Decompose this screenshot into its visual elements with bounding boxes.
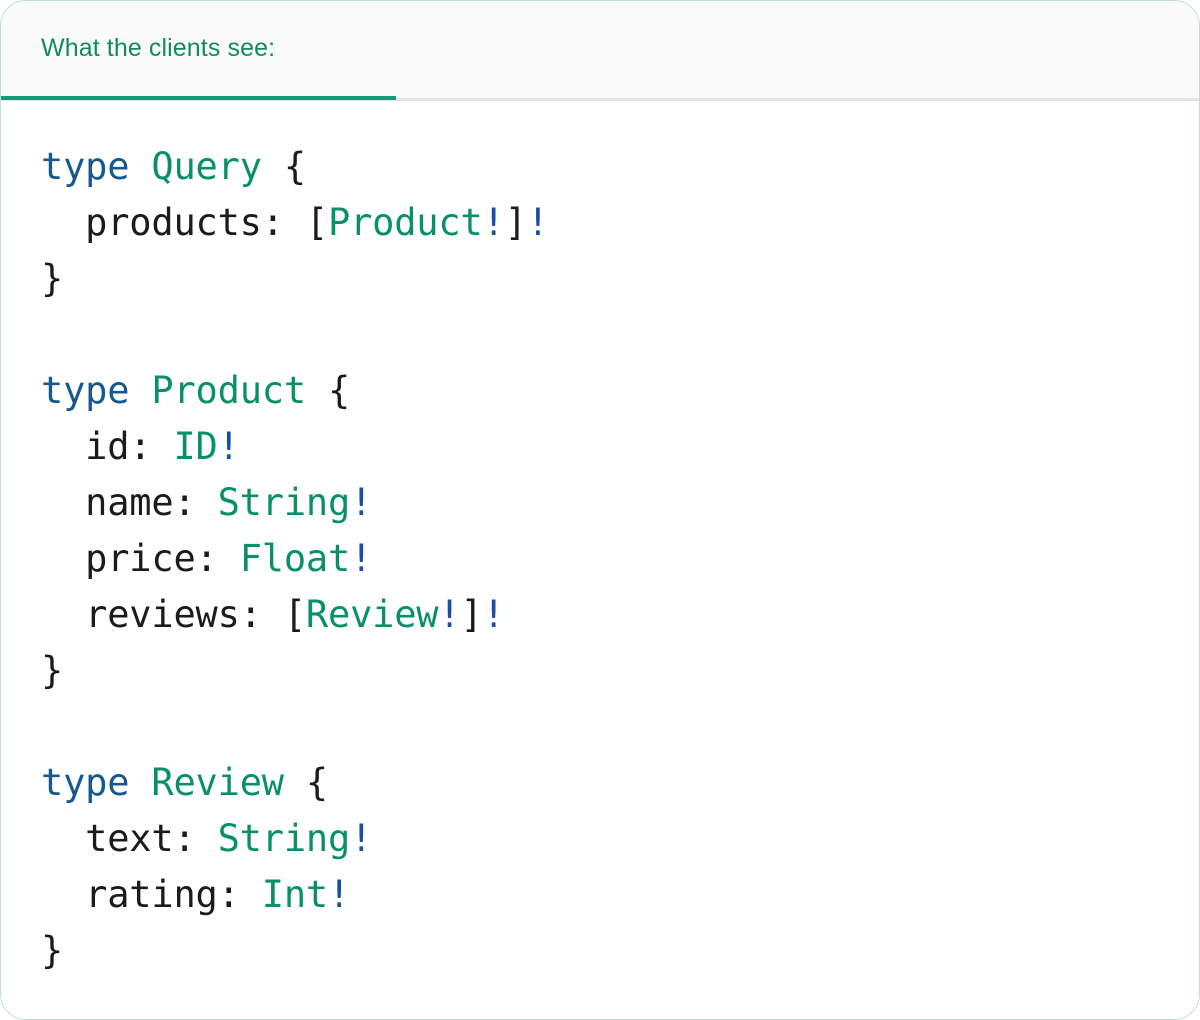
code-token-punc: [ bbox=[305, 201, 328, 244]
code-line: text: String! bbox=[41, 811, 1199, 867]
code-token-plain bbox=[129, 761, 151, 804]
code-token-bang: ! bbox=[328, 873, 351, 916]
code-line: } bbox=[41, 923, 1199, 979]
code-line: } bbox=[41, 251, 1199, 307]
code-token-punc: } bbox=[41, 649, 64, 692]
code-token-type: Review bbox=[305, 593, 439, 636]
code-token-bang: ! bbox=[350, 481, 373, 524]
code-token-punc: { bbox=[305, 369, 351, 412]
code-token-type: Product bbox=[328, 201, 483, 244]
code-line bbox=[41, 307, 1199, 363]
code-token-name: id: bbox=[41, 425, 174, 468]
code-token-name: products: bbox=[41, 201, 306, 244]
code-line: } bbox=[41, 643, 1199, 699]
code-token-punc: } bbox=[41, 929, 64, 972]
code-token-punc: ] bbox=[460, 593, 483, 636]
tab-bar-divider bbox=[1, 98, 1199, 101]
code-line: type Query { bbox=[41, 139, 1199, 195]
code-token-punc: ] bbox=[504, 201, 527, 244]
tab-what-the-clients-see[interactable]: What the clients see: bbox=[1, 1, 396, 100]
code-token-name: rating: bbox=[41, 873, 262, 916]
tab-active-indicator bbox=[1, 96, 396, 100]
code-token-punc: [ bbox=[283, 593, 306, 636]
code-token-type: Float bbox=[239, 537, 351, 580]
code-panel[interactable]: type Query { products: [Product!]!} type… bbox=[1, 101, 1199, 1019]
code-line: reviews: [Review!]! bbox=[41, 587, 1199, 643]
code-token-type: Product bbox=[151, 369, 306, 412]
code-line: price: Float! bbox=[41, 531, 1199, 587]
code-token-kw: type bbox=[41, 369, 130, 412]
code-line bbox=[41, 699, 1199, 755]
code-token-punc: { bbox=[283, 761, 329, 804]
code-line: rating: Int! bbox=[41, 867, 1199, 923]
code-token-plain bbox=[129, 145, 151, 188]
code-token-bang: ! bbox=[482, 201, 505, 244]
code-token-plain bbox=[129, 369, 151, 412]
code-token-bang: ! bbox=[526, 201, 549, 244]
code-token-bang: ! bbox=[482, 593, 505, 636]
code-token-bang: ! bbox=[438, 593, 461, 636]
code-token-bang: ! bbox=[350, 817, 373, 860]
code-line: type Review { bbox=[41, 755, 1199, 811]
code-line: type Product { bbox=[41, 363, 1199, 419]
code-token-bang: ! bbox=[350, 537, 373, 580]
code-line: id: ID! bbox=[41, 419, 1199, 475]
code-token-type: Review bbox=[151, 761, 284, 804]
code-token-type: String bbox=[217, 817, 351, 860]
code-token-punc: } bbox=[41, 257, 64, 300]
code-line: products: [Product!]! bbox=[41, 195, 1199, 251]
code-line: name: String! bbox=[41, 475, 1199, 531]
code-token-name: reviews: bbox=[41, 593, 284, 636]
tab-bar: What the clients see: bbox=[1, 1, 1199, 101]
code-token-type: ID bbox=[173, 425, 218, 468]
code-token-bang: ! bbox=[217, 425, 240, 468]
code-token-name: text: bbox=[41, 817, 218, 860]
code-token-name: name: bbox=[41, 481, 218, 524]
code-token-punc: { bbox=[261, 145, 306, 188]
graphql-schema-code[interactable]: type Query { products: [Product!]!} type… bbox=[1, 101, 1199, 979]
code-token-type: Query bbox=[151, 145, 262, 188]
tab-label: What the clients see: bbox=[41, 34, 276, 62]
code-token-type: String bbox=[217, 481, 351, 524]
code-token-type: Int bbox=[261, 873, 328, 916]
code-token-kw: type bbox=[41, 145, 130, 188]
code-token-kw: type bbox=[41, 761, 130, 804]
code-token-name: price: bbox=[41, 537, 240, 580]
